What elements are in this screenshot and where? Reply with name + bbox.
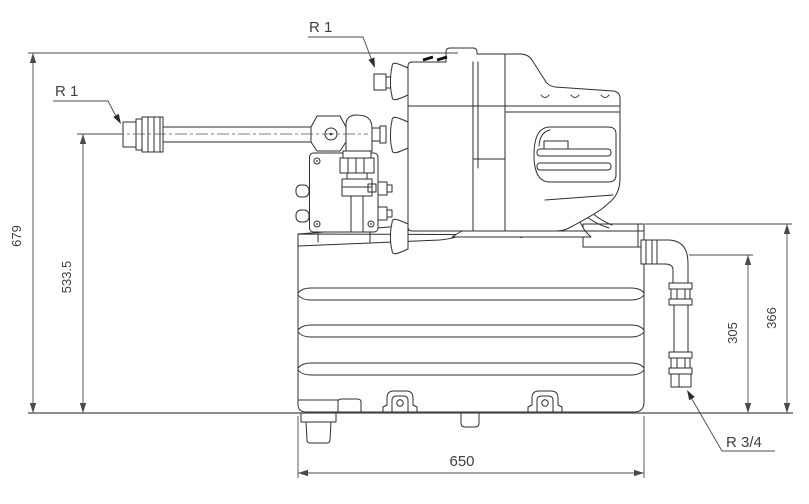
outlet-end-nut (670, 373, 692, 388)
port-outlet-bottom-label: R 3/4 (726, 434, 762, 451)
dim-inlet-height-value: 533.5 (59, 261, 74, 294)
dimension-inlet-height: 533.5 (59, 133, 122, 413)
control-box-bracket (317, 231, 371, 243)
tank (297, 221, 645, 444)
dimension-overall-height: 679 (9, 52, 458, 413)
dimension-outlet-top-height: 366 (645, 223, 792, 413)
tank-groove-3 (297, 362, 645, 376)
stack-flange (342, 150, 372, 159)
tank-body (297, 233, 645, 413)
dim-overall-height-value: 679 (9, 225, 24, 247)
elbow-outlet (371, 125, 387, 144)
pipe-coupling-left (122, 116, 164, 153)
tank-foot (460, 412, 480, 428)
motor-vent-slot (536, 148, 612, 157)
bell-mouth-middle (390, 116, 409, 154)
pump-outline (407, 47, 621, 232)
leader-arrowhead (687, 390, 695, 401)
leader-arrowhead (113, 113, 121, 124)
bell-mouth-bottom (390, 218, 409, 255)
stack-pipe (350, 195, 364, 233)
label-port-inlet-left: R 1 (53, 83, 121, 124)
outlet-elbow (656, 239, 689, 284)
tank-mounting-lug (382, 390, 418, 413)
pump-part-lines (407, 53, 620, 232)
lug-hole (541, 399, 549, 407)
stack-union-nut (339, 157, 375, 174)
tank-bottom-step (298, 398, 362, 413)
motor-window-tab (543, 140, 569, 150)
pipe-elbow (345, 114, 373, 152)
bracket-clips (540, 94, 610, 98)
port-inlet-top-label: R 1 (309, 19, 332, 36)
tank-mounting-lug (527, 390, 563, 413)
tank-groove-2 (297, 324, 645, 338)
cable-gland (295, 184, 310, 198)
top-hatch-marks (422, 55, 448, 62)
label-port-outlet-bottom: R 3/4 (687, 390, 775, 452)
motor-vent-slot (536, 162, 612, 171)
cable-gland (295, 209, 310, 223)
bell-mouth-top (390, 62, 409, 101)
box-port (377, 181, 393, 196)
valve-stack (339, 150, 377, 233)
port-inlet-left-label: R 1 (55, 83, 78, 100)
outlet-coupling-lower (668, 351, 693, 375)
stack-nut-2 (341, 178, 377, 197)
lug-hole (396, 399, 404, 407)
inlet-pipe-assembly (112, 114, 387, 153)
box-port (377, 206, 393, 221)
dim-tank-length-value: 650 (449, 453, 474, 470)
outlet-nut (640, 239, 658, 265)
leader-arrowhead (368, 57, 375, 68)
dim-outlet-elbow-height-value: 305 (725, 322, 740, 344)
inlet-pipe (162, 126, 313, 143)
tank-drain-spigot (300, 412, 337, 444)
tank-groove-1 (297, 287, 645, 301)
tank-cap-block (582, 223, 645, 248)
label-port-inlet-top: R 1 (308, 19, 375, 68)
stack-neck (346, 172, 368, 180)
outlet-pipe (673, 304, 689, 353)
outlet-pipe-assembly (640, 239, 693, 388)
dim-outlet-top-height-value: 366 (764, 307, 779, 329)
outlet-coupling-upper (668, 282, 693, 306)
pump-unit (373, 47, 621, 255)
dimension-outlet-elbow-height: 305 (689, 254, 753, 413)
dimension-tank-length: 650 (297, 416, 645, 478)
